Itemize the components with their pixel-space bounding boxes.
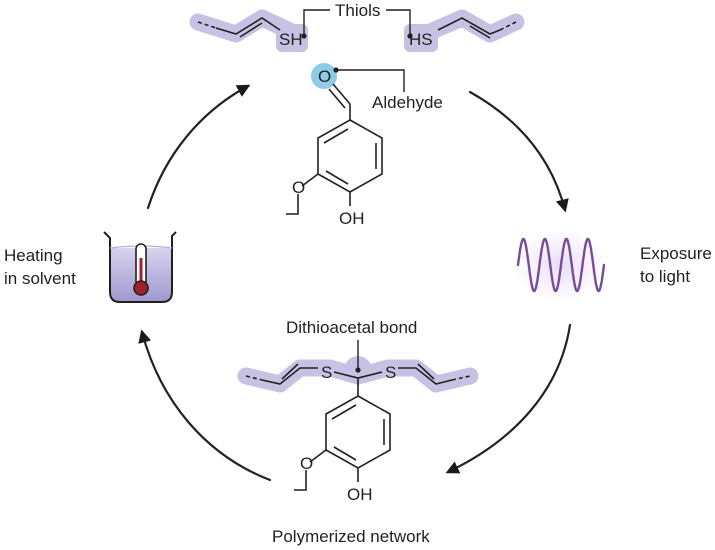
thiols-label: Thiols: [335, 1, 380, 20]
top-benzene-ring: [286, 119, 383, 215]
cycle-arrow-bottom-right: [445, 323, 572, 474]
top-methoxy-oxygen: O: [292, 178, 305, 197]
cycle-arrow-bottom-left: [138, 329, 272, 482]
exposure-label-line1: Exposure: [640, 244, 712, 263]
exposure-label-line2: to light: [640, 267, 691, 286]
light-wave-icon: [514, 229, 606, 301]
cycle-arrow-top-right: [468, 90, 569, 213]
left-thiol-chain: [197, 17, 281, 38]
carbonyl-oxygen: O: [318, 67, 331, 86]
bottom-right-sulfur: S: [385, 363, 396, 382]
heating-label-line1: Heating: [4, 246, 63, 265]
bottom-methoxy-oxygen: O: [300, 454, 313, 473]
beaker-thermometer-icon: [103, 231, 177, 303]
aldehyde-bonds: [328, 67, 405, 120]
polymerized-network-caption: Polymerized network: [272, 527, 430, 546]
dithioacetal-bond-label: Dithioacetal bond: [286, 318, 417, 337]
bottom-hydroxyl: OH: [347, 485, 373, 504]
heating-label-line2: in solvent: [4, 269, 76, 288]
right-thiol-chain: [437, 17, 517, 39]
dithioacetal-chains: [245, 340, 471, 396]
bottom-left-sulfur: S: [321, 363, 332, 382]
cycle-arrow-top-left: [146, 84, 251, 210]
bottom-benzene-ring: [294, 395, 391, 491]
aldehyde-label: Aldehyde: [372, 93, 443, 112]
oxygen-highlight: [311, 63, 337, 89]
left-thiol-sh: SH: [279, 30, 303, 49]
top-hydroxyl: OH: [339, 209, 365, 228]
thiols-bracket: [301, 9, 413, 39]
right-thiol-hs: HS: [409, 30, 433, 49]
